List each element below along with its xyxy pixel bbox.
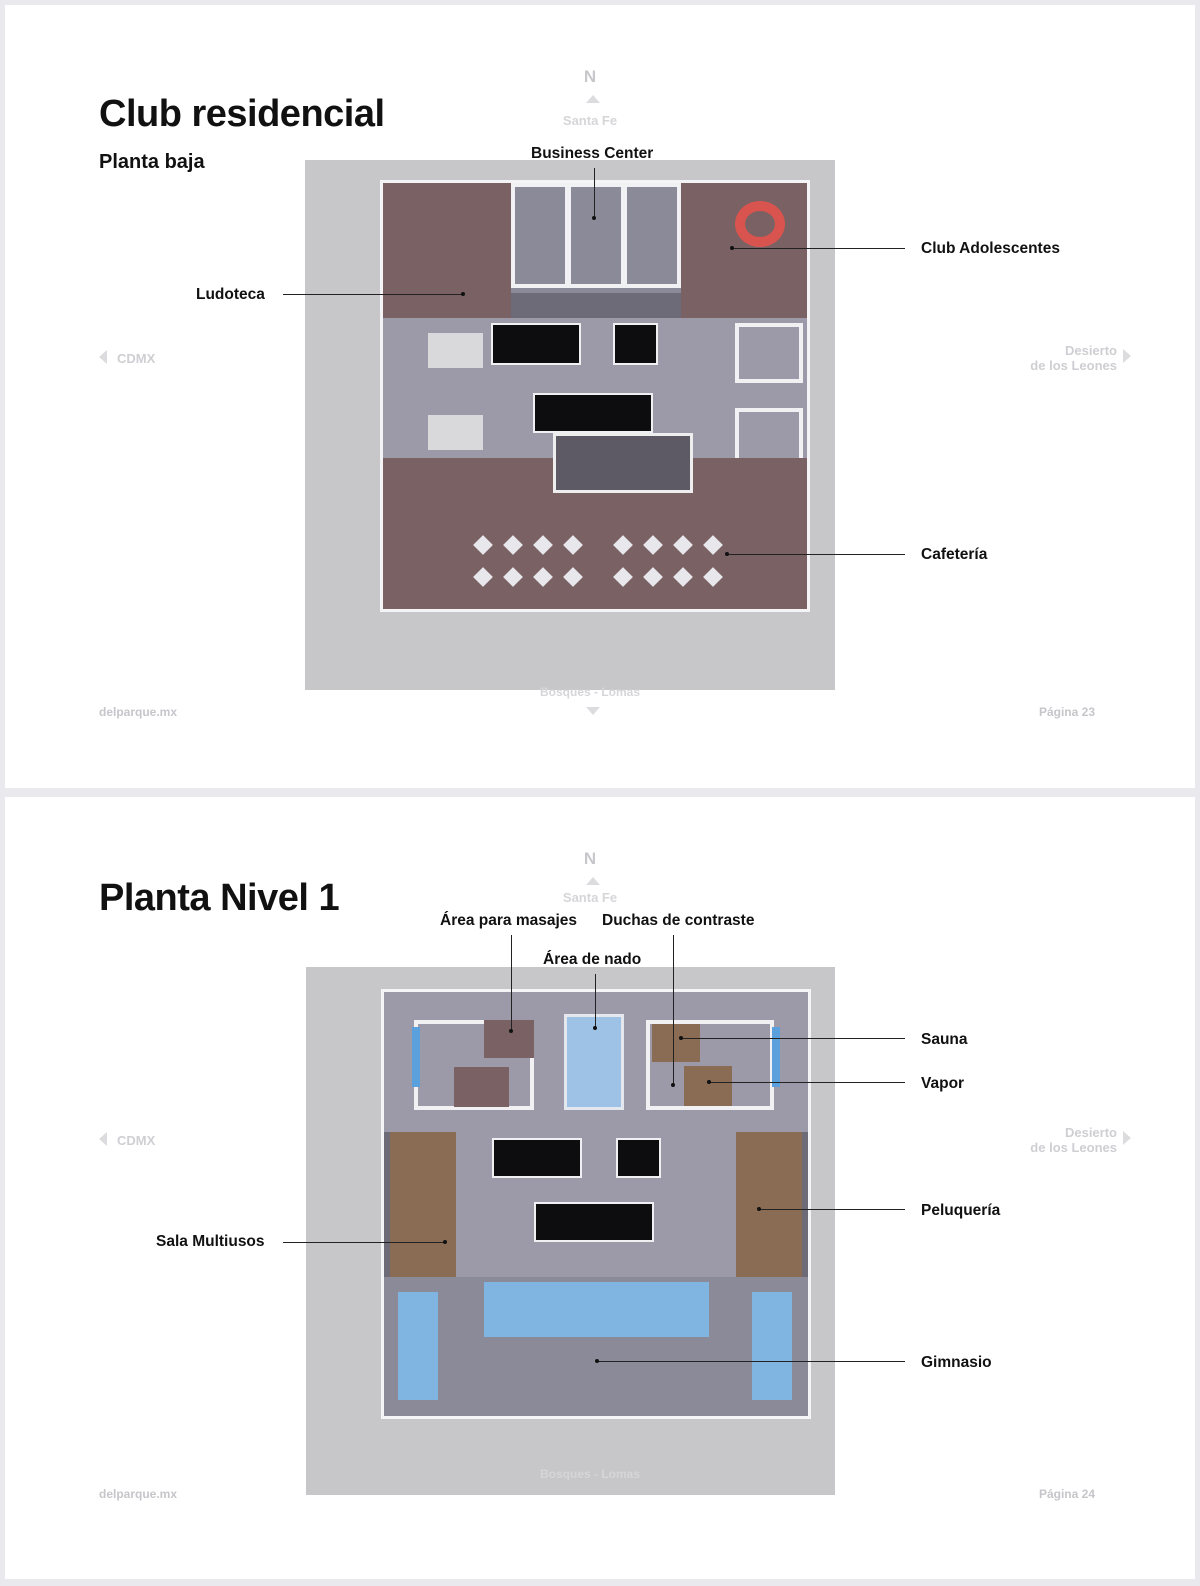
shower-accent (772, 1027, 780, 1087)
compass-right-label: Desierto de los Leones (1030, 343, 1117, 373)
office-cubicle (623, 183, 681, 288)
light-well (428, 415, 483, 450)
kitchen-counter (553, 433, 693, 493)
compass-top-label: Santa Fe (562, 890, 618, 905)
ludoteca-room (383, 183, 511, 318)
leader-dot (730, 246, 734, 250)
club-adolescentes-room (681, 183, 807, 318)
footer-page-number: Página 23 (1038, 705, 1095, 719)
leader-line (727, 554, 905, 555)
leader-line (759, 1209, 905, 1210)
weights-area (398, 1292, 438, 1400)
leader-dot (679, 1036, 683, 1040)
massage-room (484, 1020, 534, 1058)
leader-line (597, 1361, 905, 1362)
elevator-shaft (534, 1202, 654, 1242)
page-planta-nivel-1: Planta Nivel 1 N Santa Fe CDMX Desierto … (5, 797, 1195, 1579)
leader-line (283, 1242, 445, 1243)
leader-line (595, 974, 596, 1028)
west-arrow-icon (99, 1132, 107, 1146)
peluqueria-room (736, 1132, 802, 1277)
east-arrow-icon (1123, 1131, 1131, 1145)
massage-room (454, 1067, 509, 1107)
label-area-masajes: Área para masajes (440, 912, 578, 929)
leader-line (511, 935, 512, 1031)
label-club-adolescentes: Club Adolescentes (921, 240, 1060, 257)
restroom (735, 323, 803, 383)
compass-north: N (583, 67, 597, 86)
leader-dot (461, 292, 465, 296)
leader-line (681, 1038, 905, 1039)
vapor-room (684, 1066, 732, 1106)
footer-page-number: Página 24 (1038, 1487, 1095, 1501)
leader-dot (509, 1029, 513, 1033)
swimming-pool (564, 1014, 624, 1110)
leader-dot (593, 1026, 597, 1030)
page-title: Planta Nivel 1 (99, 877, 340, 919)
sauna-room (652, 1024, 700, 1062)
leader-line (594, 168, 595, 218)
compass-bottom-label: Bosques - Lomas (539, 685, 641, 699)
compass-right-label: Desierto de los Leones (1030, 1125, 1117, 1155)
office-cubicle (511, 183, 569, 288)
east-arrow-icon (1123, 349, 1131, 363)
label-area-nado: Área de nado (543, 951, 642, 968)
label-gimnasio: Gimnasio (921, 1354, 992, 1371)
elevator-shaft (533, 393, 653, 433)
sala-multiusos-room (390, 1132, 456, 1277)
label-cafeteria: Cafetería (921, 546, 988, 563)
label-business-center: Business Center (531, 145, 654, 162)
leader-line (733, 248, 905, 249)
floor-plan (381, 989, 811, 1419)
label-vapor: Vapor (921, 1075, 965, 1092)
compass-bottom-label: Bosques - Lomas (539, 1467, 641, 1481)
office-cubicle (567, 183, 625, 288)
compass-top-label: Santa Fe (562, 113, 618, 128)
leader-dot (707, 1080, 711, 1084)
west-arrow-icon (99, 350, 107, 364)
leader-line (709, 1082, 905, 1083)
compass-right-line2: de los Leones (1030, 1140, 1117, 1155)
label-peluqueria: Peluquería (921, 1202, 1001, 1219)
page-planta-baja: Club residencial Planta baja N Santa Fe … (5, 5, 1195, 788)
label-sala-multiusos: Sala Multiusos (156, 1233, 265, 1250)
leader-dot (725, 552, 729, 556)
compass-right-line2: de los Leones (1030, 358, 1117, 373)
north-arrow-icon (586, 877, 600, 885)
compass-right-line1: Desierto (1064, 343, 1117, 358)
weights-area (752, 1292, 792, 1400)
lounge-sofa-icon (735, 201, 785, 247)
label-sauna: Sauna (921, 1031, 968, 1048)
leader-dot (592, 216, 596, 220)
north-arrow-icon (586, 95, 600, 103)
floor-plan (380, 180, 810, 612)
leader-line (673, 935, 674, 1085)
leader-line (283, 294, 463, 295)
elevator-shaft (613, 323, 658, 365)
compass-right-line1: Desierto (1064, 1125, 1117, 1140)
label-ludoteca: Ludoteca (196, 286, 265, 303)
leader-dot (757, 1207, 761, 1211)
page-subtitle: Planta baja (99, 151, 205, 173)
footer-site: delparque.mx (99, 1487, 178, 1501)
business-center-rooms (511, 183, 681, 293)
elevator-shaft (491, 323, 581, 365)
compass-left-label: CDMX (117, 1133, 156, 1148)
leader-dot (671, 1083, 675, 1087)
compass-north: N (583, 849, 597, 868)
leader-dot (595, 1359, 599, 1363)
leader-dot (443, 1240, 447, 1244)
label-duchas-contraste: Duchas de contraste (602, 912, 755, 929)
elevator-shaft (492, 1138, 582, 1178)
compass-left-label: CDMX (117, 351, 156, 366)
cardio-area (484, 1282, 709, 1337)
light-well (428, 333, 483, 368)
footer-site: delparque.mx (99, 705, 178, 719)
elevator-shaft (616, 1138, 661, 1178)
south-arrow-icon (586, 707, 600, 715)
shower-accent (412, 1027, 420, 1087)
page-title: Club residencial (99, 93, 385, 135)
